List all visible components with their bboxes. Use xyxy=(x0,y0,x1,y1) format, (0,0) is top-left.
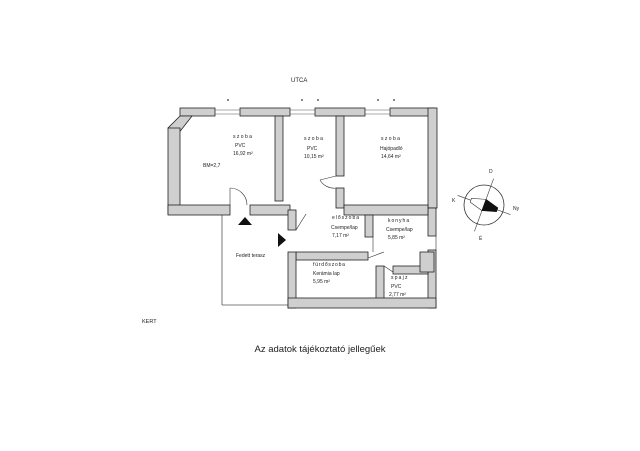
svg-text:szoba: szoba xyxy=(304,136,324,142)
entrance-arrows xyxy=(238,217,286,247)
svg-text:szoba: szoba xyxy=(381,136,401,142)
street-label: UTCA xyxy=(291,78,307,84)
svg-text:szoba: szoba xyxy=(233,134,253,140)
svg-text:16,92 m²: 16,92 m² xyxy=(233,151,253,157)
entrance-arrow-right-icon xyxy=(278,233,286,247)
svg-text:D: D xyxy=(489,169,493,175)
svg-text:PVC: PVC xyxy=(307,146,318,152)
svg-text:14,64 m²: 14,64 m² xyxy=(381,154,401,160)
doors xyxy=(229,175,437,273)
windows xyxy=(215,109,390,115)
svg-text:7,17 m²: 7,17 m² xyxy=(332,233,349,239)
room-label-eloszoba: előszoba Csempe/lap 7,17 m² xyxy=(331,215,360,239)
svg-text:PVC: PVC xyxy=(235,143,246,149)
terrace-label: Fedett terasz xyxy=(236,253,266,259)
room-label-spajz: spajz PVC 2,77 m² xyxy=(389,275,409,298)
svg-text:10,15 m²: 10,15 m² xyxy=(304,154,324,160)
svg-text:Kerámia lap: Kerámia lap xyxy=(313,271,340,277)
compass-icon: D É K Ny xyxy=(452,169,520,242)
terrace-outline xyxy=(221,208,288,306)
room-label-szoba-1: szoba PVC 16,92 m² BM=2,7 xyxy=(203,134,253,169)
svg-text:5,85 m²: 5,85 m² xyxy=(388,235,405,241)
disclaimer-note: Az adatok tájékoztató jellegűek xyxy=(254,344,386,355)
room-label-furdoszoba: fürdőszoba Kerámia lap 5,95 m² xyxy=(313,262,346,285)
window-dots xyxy=(227,99,395,101)
svg-text:fürdőszoba: fürdőszoba xyxy=(313,262,346,268)
svg-text:spajz: spajz xyxy=(391,275,409,281)
svg-text:Csempe/lap: Csempe/lap xyxy=(331,225,358,231)
room-label-konyha: konyha Csempe/lap 5,85 m² xyxy=(386,218,413,241)
svg-text:Ny: Ny xyxy=(513,206,520,212)
svg-text:Csempe/lap: Csempe/lap xyxy=(386,227,413,233)
room-label-szoba-2: szoba PVC 10,15 m² xyxy=(304,136,324,160)
entrance-arrow-up-icon xyxy=(238,217,252,225)
svg-text:Hajópadló: Hajópadló xyxy=(380,146,403,152)
walls xyxy=(167,107,438,309)
room-label-szoba-3: szoba Hajópadló 14,64 m² xyxy=(380,136,403,160)
svg-text:előszoba: előszoba xyxy=(332,215,360,221)
svg-text:PVC: PVC xyxy=(391,284,402,290)
svg-text:konyha: konyha xyxy=(388,218,410,224)
garden-label: KERT xyxy=(142,319,157,325)
svg-text:2,77 m²: 2,77 m² xyxy=(389,292,406,298)
svg-text:É: É xyxy=(479,235,483,242)
svg-text:K: K xyxy=(452,198,456,204)
svg-text:BM=2,7: BM=2,7 xyxy=(203,163,221,169)
svg-text:5,95 m²: 5,95 m² xyxy=(313,279,330,285)
